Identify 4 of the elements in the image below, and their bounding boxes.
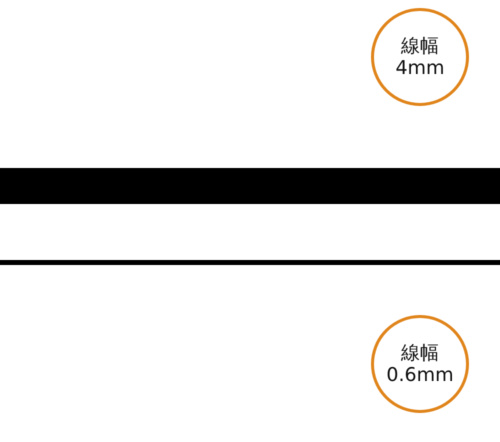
width-label: 0.6mm bbox=[386, 364, 454, 386]
width-label: 線幅 bbox=[401, 342, 439, 364]
width-label: 線幅 bbox=[401, 35, 439, 57]
width-label: 4mm bbox=[395, 57, 445, 79]
